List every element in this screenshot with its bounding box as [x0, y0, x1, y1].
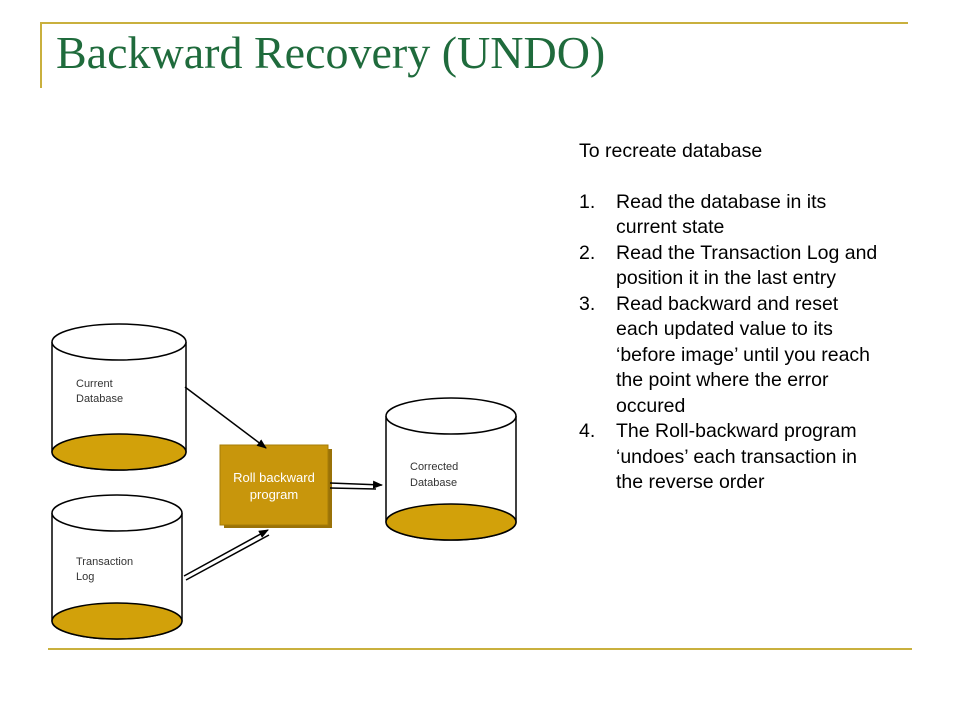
transaction-log-label-line2: Log	[76, 571, 94, 583]
steps-list: 1. Read the database in its current stat…	[579, 190, 879, 496]
program-label: Roll backward	[233, 470, 315, 485]
recovery-steps: To recreate database 1. Read the databas…	[579, 139, 879, 496]
program-label-line2: program	[250, 487, 298, 502]
current-database-label: Current	[76, 378, 113, 390]
footer-rule	[48, 648, 912, 650]
steps-heading: To recreate database	[579, 140, 763, 162]
step-item: 2. Read the Transaction Log and position…	[579, 241, 879, 292]
transaction-log-cylinder: Transaction Log	[51, 494, 183, 640]
title-rule-vertical	[40, 22, 42, 88]
step-number: 1.	[579, 190, 596, 213]
corrected-database-label-line2: Database	[410, 477, 457, 489]
transaction-log-label: Transaction	[76, 556, 133, 568]
step-text: Read backward and reset each updated val…	[616, 292, 871, 417]
step-item: 4. The Roll-backward program ‘undoes’ ea…	[579, 419, 879, 496]
step-item: 3. Read backward and reset each updated …	[579, 292, 879, 420]
step-number: 4.	[579, 420, 596, 442]
current-database-cylinder: Current Database	[51, 323, 187, 471]
title-rule-horizontal	[40, 22, 908, 24]
corrected-database-label: Corrected	[410, 461, 458, 473]
arrow-program-to-corrected-db	[329, 480, 383, 490]
arrow-log-to-program	[183, 529, 270, 581]
step-text: Read the database in its current state	[616, 190, 827, 239]
arrow-current-db-to-program	[184, 386, 267, 449]
step-number: 3.	[579, 292, 596, 315]
step-item: 1. Read the database in its current stat…	[579, 190, 879, 241]
corrected-database-cylinder: Corrected Database	[385, 397, 517, 541]
step-text: The Roll-backward program ‘undoes’ each …	[616, 420, 858, 493]
slide-title: Backward Recovery (UNDO)	[56, 27, 606, 78]
step-text: Read the Transaction Log and position it…	[616, 241, 878, 290]
roll-backward-program-box: Roll backward program	[219, 444, 332, 528]
step-number: 2.	[579, 241, 596, 264]
current-database-label-line2: Database	[76, 393, 123, 405]
